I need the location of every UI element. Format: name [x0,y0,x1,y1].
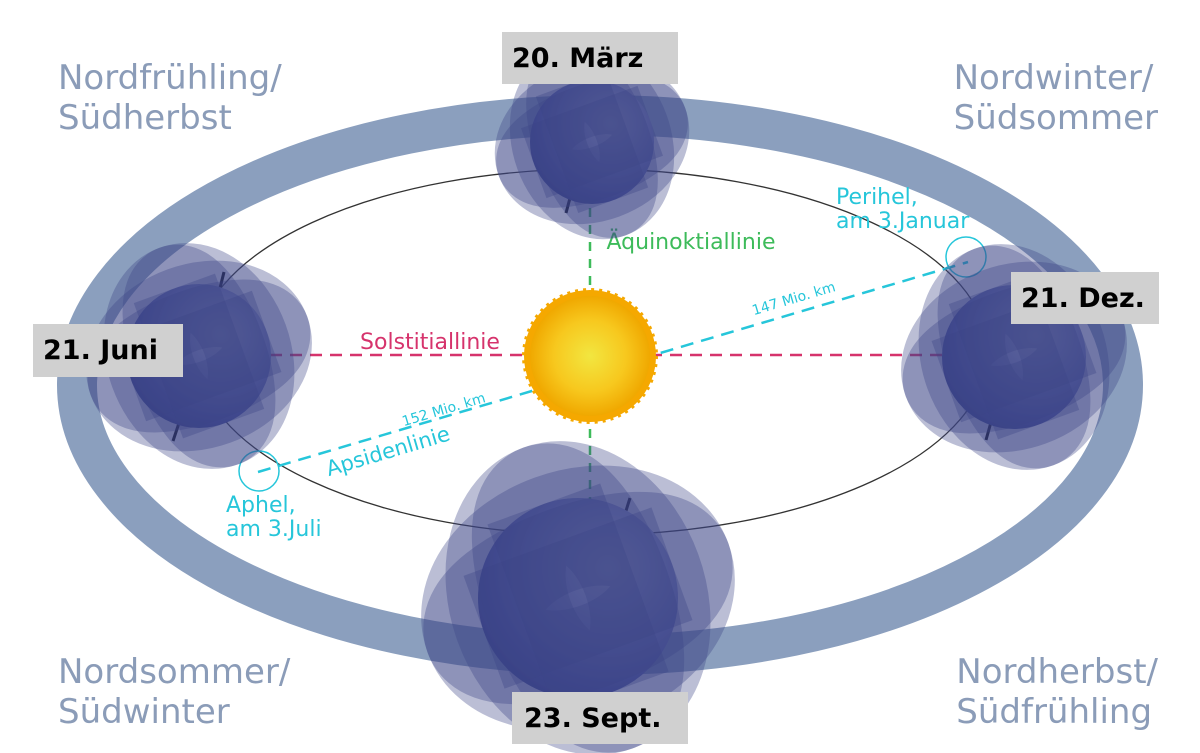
date-label-september: 23. Sept. [512,692,688,744]
season-label-top-left: Nordfrühling/ Südherbst [58,58,282,138]
season-label-top-right: Nordwinter/ Südsommer [954,58,1158,138]
date-label-december: 21. Dez. [1011,272,1159,324]
solstice-label: Solstitiallinie [360,330,500,355]
aphelion-line2: am 3.Juli [226,517,322,542]
aphelion-label: Aphel, am 3.Juli [226,494,322,542]
season-top-left-line2: Südherbst [58,98,232,138]
season-top-left-line1: Nordfrühling/ [58,58,282,98]
season-top-right-line1: Nordwinter/ [953,58,1154,98]
apsides-line [257,260,969,474]
season-top-right-line2: Südsommer [953,98,1158,138]
season-label-bottom-right: Nordherbst/ Südfrühling [956,652,1158,732]
earth-september-icon [450,470,706,726]
perihelion-line1: Perihel, [836,185,918,210]
perihelion-line2: am 3.Januar [836,209,970,234]
date-label-march: 20. März [502,32,678,84]
earth-june-icon [107,264,292,449]
season-bottom-right-line1: Nordherbst/ [956,652,1158,692]
equinox-label: Äquinoktiallinie [607,229,776,255]
season-bottom-right-line2: Südfrühling [956,692,1153,732]
season-bottom-left-line1: Nordsommer/ [58,652,291,692]
season-label-bottom-left: Nordsommer/ Südwinter [58,652,290,732]
earth-march-icon [513,63,672,222]
perihelion-label: Perihel, am 3.Januar [836,186,969,234]
sun-icon [522,288,658,424]
apsides-label: Apsidenlinie [323,422,452,481]
aphelion-line1: Aphel, [226,493,296,518]
season-bottom-left-line2: Südwinter [58,692,230,732]
date-label-june: 21. Juni [33,324,183,377]
